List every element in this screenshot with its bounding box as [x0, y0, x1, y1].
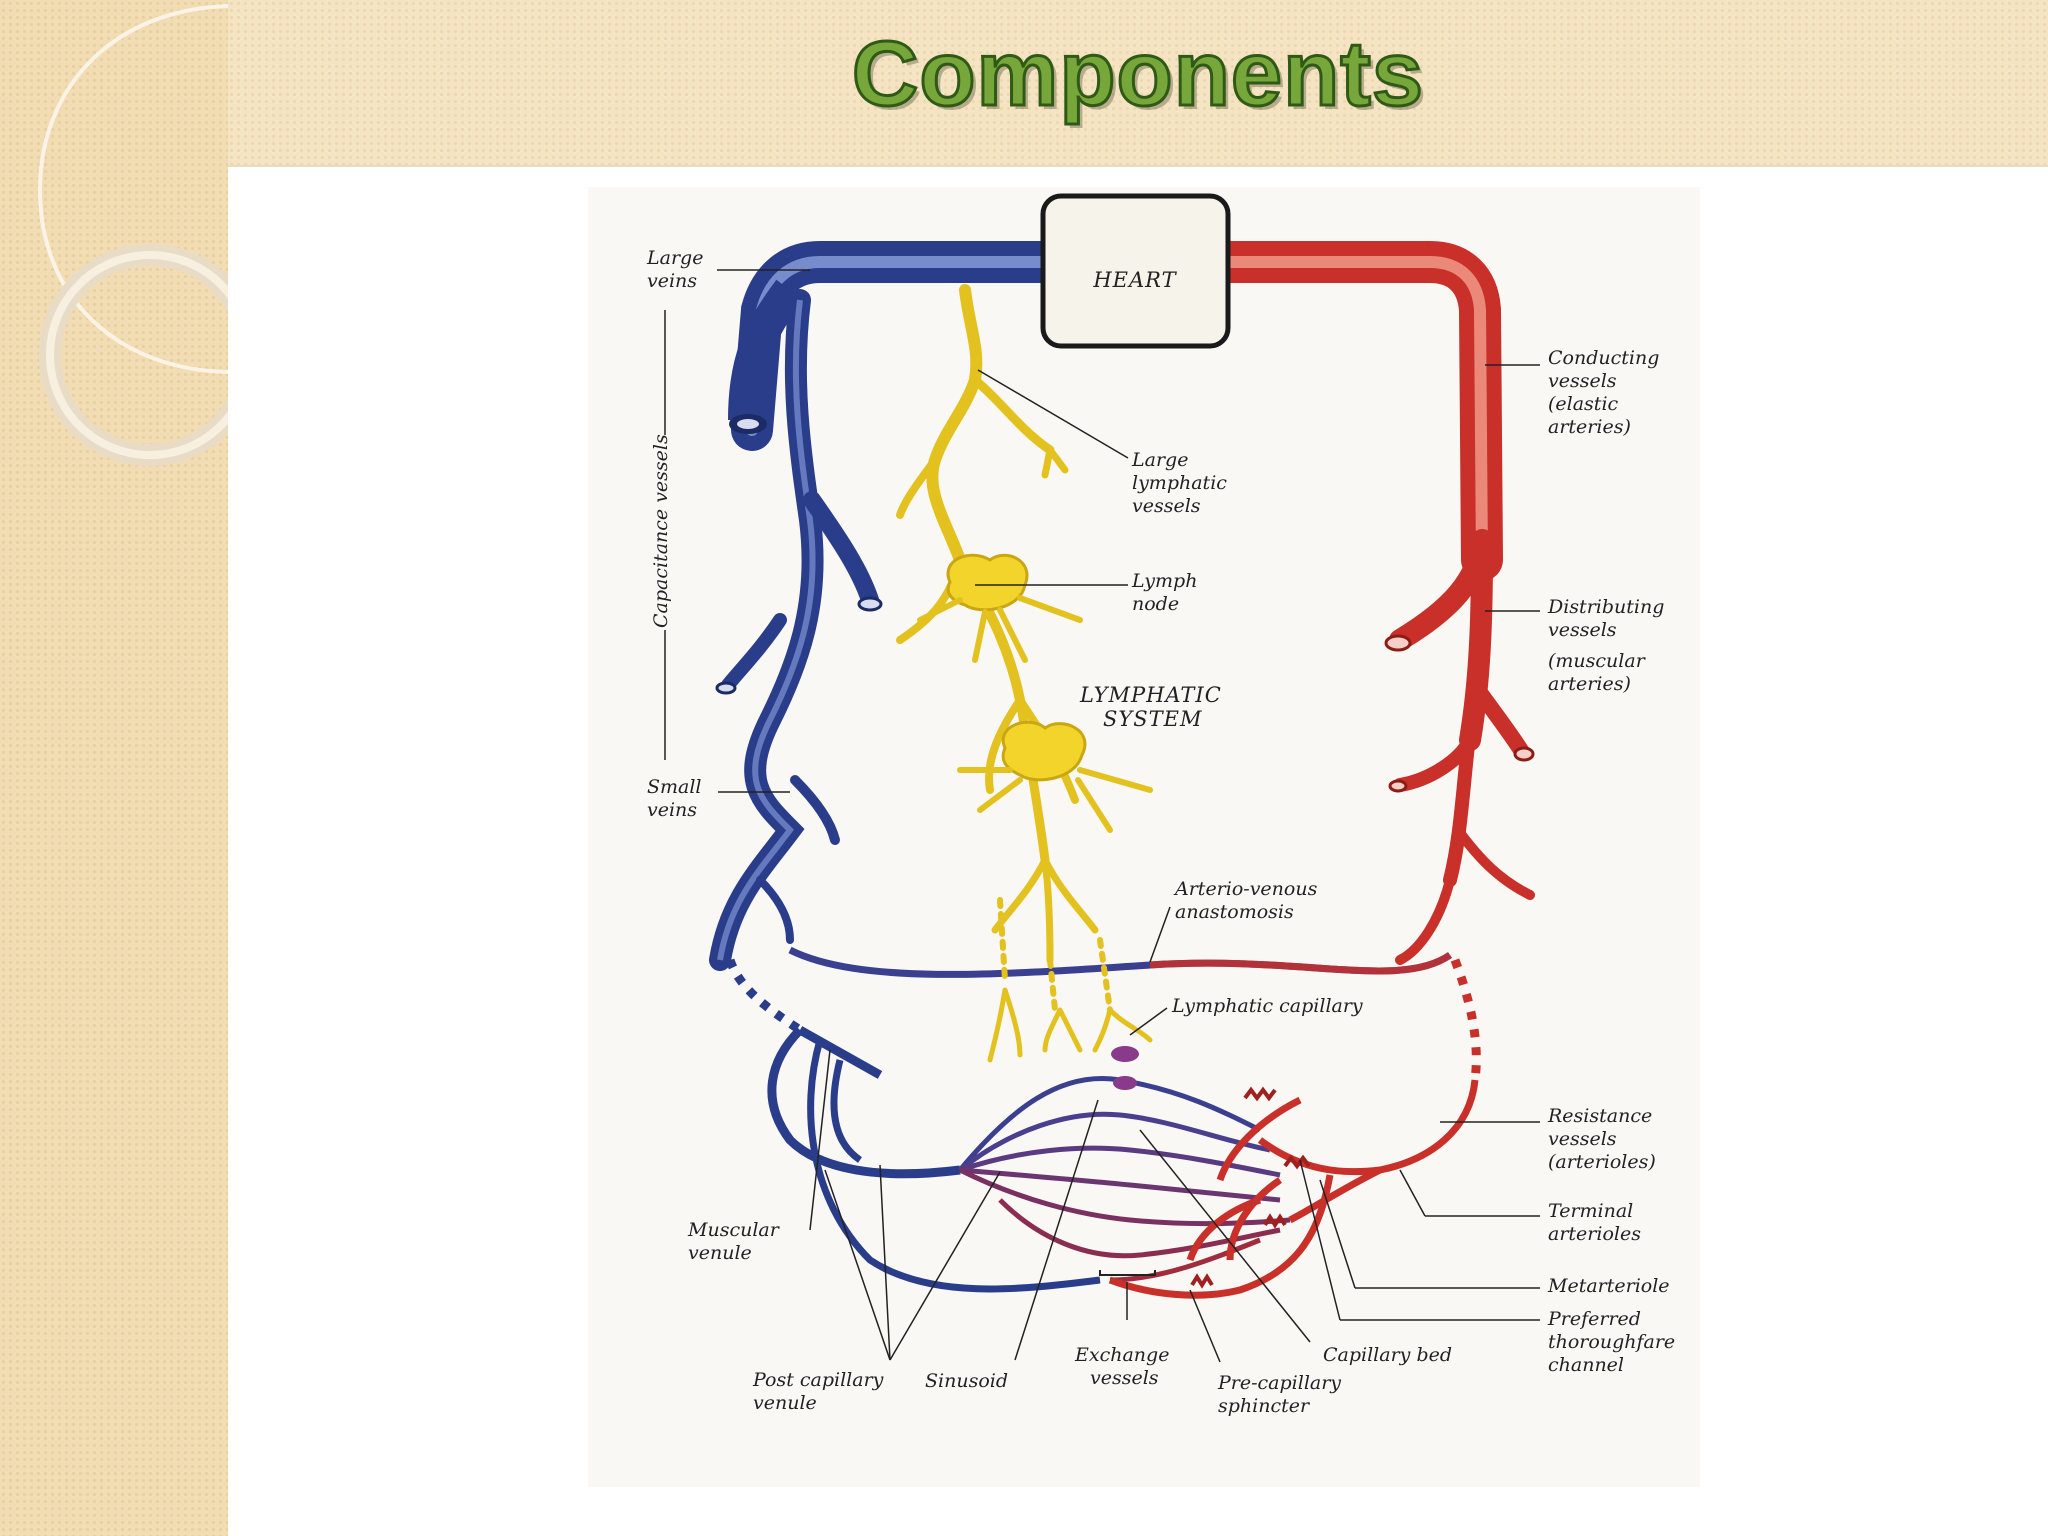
label-preferred-thoroughfare-channel: Preferred — [1547, 1308, 1641, 1330]
svg-text:venule: venule — [753, 1392, 817, 1414]
label-distributing-vessels: Distributing — [1547, 596, 1664, 618]
svg-text:SYSTEM: SYSTEM — [1103, 707, 1202, 731]
svg-text:arteries): arteries) — [1548, 673, 1631, 695]
label-resistance-vessels: Resistance — [1547, 1105, 1652, 1127]
heart-box: HEART — [1040, 193, 1231, 349]
label-pre-capillary-sphincter: Pre-capillary — [1217, 1372, 1341, 1394]
label-exchange-vessels: Exchange — [1074, 1344, 1169, 1366]
svg-text:veins: veins — [647, 270, 697, 292]
distributing-arteries — [1384, 529, 1535, 965]
svg-text:channel: channel — [1548, 1354, 1624, 1376]
label-conducting-vessels: Conducting — [1548, 347, 1659, 369]
svg-text:lymphatic: lymphatic — [1132, 472, 1227, 494]
label-arterio-venous-anastomosis: Arterio-venous — [1173, 878, 1318, 900]
svg-text:(muscular: (muscular — [1548, 650, 1647, 672]
label-sinusoid: Sinusoid — [925, 1370, 1008, 1392]
heart-label: HEART — [1092, 268, 1177, 292]
header-band — [228, 0, 2048, 167]
label-large-lymphatic-vessels: Large — [1131, 449, 1188, 471]
svg-text:(elastic: (elastic — [1548, 393, 1619, 415]
label-terminal-arterioles: Terminal — [1548, 1200, 1633, 1222]
svg-text:thoroughfare: thoroughfare — [1548, 1331, 1675, 1353]
label-metarteriole: Metarteriole — [1547, 1275, 1670, 1297]
label-muscular-venule: Muscular — [687, 1219, 781, 1241]
svg-text:sphincter: sphincter — [1218, 1395, 1311, 1417]
slide-title: Components — [850, 23, 1425, 125]
label-lymphatic-system: LYMPHATIC — [1079, 683, 1222, 707]
lymph-node-lower — [957, 720, 1153, 833]
label-small-veins: Small — [647, 776, 702, 798]
svg-text:vessels: vessels — [1132, 495, 1201, 517]
large-artery — [1207, 241, 1503, 581]
label-capillary-bed: Capillary bed — [1323, 1344, 1452, 1366]
vein-dashed-link — [725, 958, 803, 1034]
lymph-node — [917, 553, 1083, 663]
svg-text:arterioles: arterioles — [1548, 1223, 1641, 1245]
label-lymph-node: Lymph — [1131, 570, 1197, 592]
svg-text:vessels: vessels — [1548, 370, 1617, 392]
svg-text:arteries): arteries) — [1548, 416, 1631, 438]
label-large-veins: Large — [646, 247, 703, 269]
svg-text:vessels: vessels — [1090, 1367, 1159, 1389]
svg-text:(arterioles): (arterioles) — [1548, 1151, 1656, 1173]
svg-text:anastomosis: anastomosis — [1175, 901, 1294, 923]
label-capacitance-vessels: Capacitance vessels — [650, 434, 672, 628]
large-vein — [728, 241, 1066, 451]
svg-text:veins: veins — [647, 799, 697, 821]
artery-dashed-link — [1450, 958, 1481, 1081]
svg-text:vessels: vessels — [1548, 1128, 1617, 1150]
capacitance-vein-trunk — [709, 289, 883, 971]
leader-lines — [664, 269, 1540, 1363]
microcirculation — [767, 1026, 1479, 1299]
label-post-capillary-venule: Post capillary — [752, 1369, 884, 1391]
svg-text:node: node — [1132, 593, 1179, 615]
svg-text:vessels: vessels — [1548, 619, 1617, 641]
diagram-labels: Large veins Capacitance vessels Small ve… — [646, 247, 1675, 1417]
svg-text:venule: venule — [688, 1242, 752, 1264]
label-lymphatic-capillary: Lymphatic capillary — [1171, 995, 1363, 1017]
lymphatic-system — [896, 284, 1153, 1063]
